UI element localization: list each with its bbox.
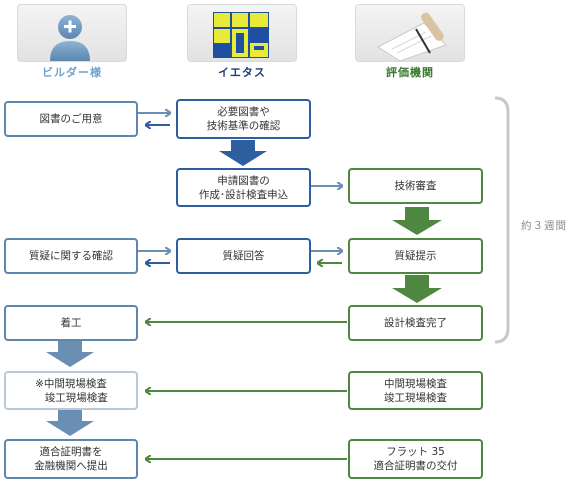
step-question-present: 質疑提示 (348, 238, 483, 274)
column-header-builder: ビルダー様 (42, 66, 102, 79)
document-pen-icon (377, 12, 447, 61)
period-label: 約３週間 (521, 220, 567, 232)
step-site-inspection-builder: ※中間現場検査 竣工現場検査 (4, 371, 138, 410)
person-icon (50, 15, 90, 61)
step-site-inspection-agency: 中間現場検査 竣工現場検査 (348, 371, 483, 410)
builder-icon-card (17, 4, 127, 62)
step-construction-start: 着工 (4, 305, 138, 341)
step-technical-review: 技術審査 (348, 168, 483, 204)
down-arrow-agency-1 (392, 207, 442, 235)
down-arrow-agency-2 (392, 275, 442, 303)
down-arrow-builder-1 (46, 341, 94, 367)
step-design-inspection-done: 設計検査完了 (348, 305, 483, 341)
step-question-check: 質疑に関する確認 (4, 238, 138, 274)
column-header-agency: 評価機関 (386, 66, 434, 79)
step-question-answer: 質疑回答 (176, 238, 311, 274)
step-issue-certificate: フラット 35 適合証明書の交付 (348, 439, 483, 479)
step-submit-certificate: 適合証明書を 金融機関へ提出 (4, 439, 138, 479)
ietasu-logo-icon (213, 12, 269, 58)
down-arrow-ietasu (219, 140, 267, 166)
down-arrow-builder-2 (46, 410, 94, 436)
column-header-ietasu: イエタス (218, 66, 266, 79)
ietasu-icon-card (187, 4, 297, 62)
step-check-docs: 必要図書や 技術基準の確認 (176, 99, 311, 139)
period-bracket (494, 96, 510, 344)
step-prepare-docs: 図書のご用意 (4, 101, 138, 137)
agency-icon-card (355, 4, 465, 62)
step-application: 申請図書の 作成･設計検査申込 (176, 168, 311, 207)
